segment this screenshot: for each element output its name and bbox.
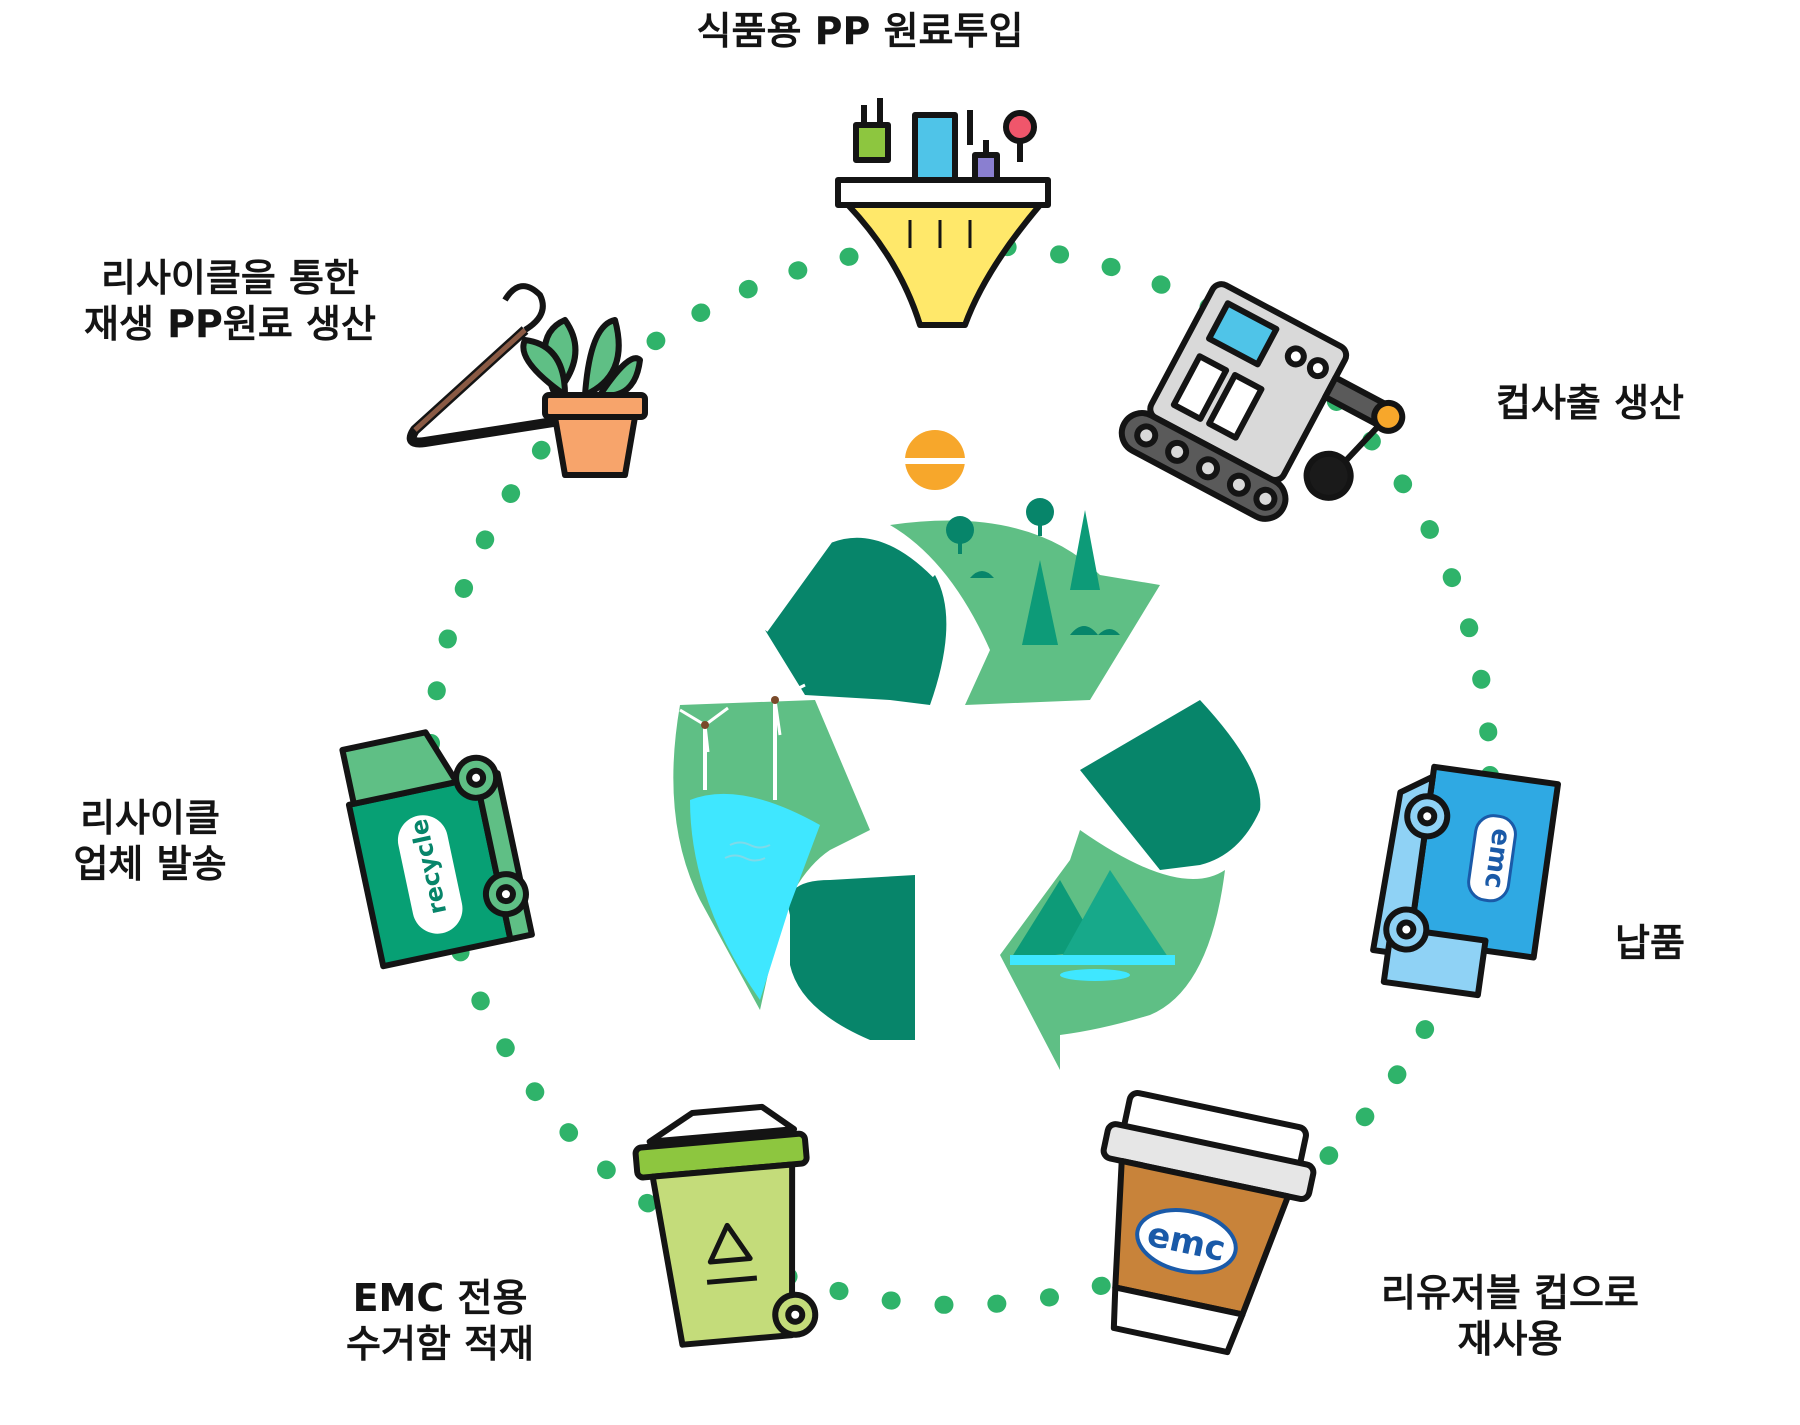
step-label-deliver: 납품	[1615, 921, 1685, 965]
funnel-icon	[835, 98, 1051, 328]
hanger-plant-icon	[406, 283, 648, 478]
central-recycle-symbol	[673, 430, 1261, 1070]
step-label-regen: 리사이클을 통한 재생 PP원료 생산	[84, 256, 376, 346]
step-label-collect: EMC 전용 수거함 적재	[345, 1276, 535, 1366]
injection-machine-icon	[1118, 281, 1406, 522]
step-label-reuse: 리유저블 컵으로 재사용	[1381, 1271, 1639, 1361]
step-label-ship: 리사이클 업체 발송	[73, 796, 227, 886]
blue-delivery-truck-icon: emc	[1370, 763, 1561, 999]
reusable-cup-icon: emc	[1100, 1089, 1317, 1356]
recycle-bin-icon	[632, 1103, 819, 1348]
step-label-produce: 컵사출 생산	[1495, 381, 1685, 425]
step-label-input: 식품용 PP 원료투입	[696, 9, 1024, 53]
green-recycle-truck-icon: recycle	[339, 729, 535, 970]
